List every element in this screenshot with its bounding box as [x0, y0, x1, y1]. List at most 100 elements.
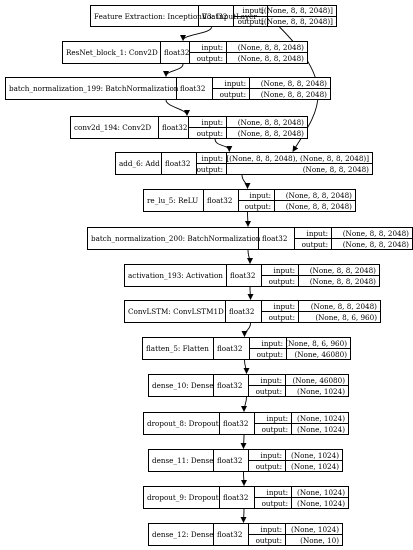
layer-dtype: float32 [160, 42, 189, 63]
output-shape: (None, 8, 6, 960) [299, 311, 380, 322]
output-shape: (None, 8, 8, 2048) [250, 88, 330, 99]
output-shape: (None, 8, 8, 2048) [299, 275, 379, 286]
input-shape: (None, 8, 8, 2048) [237, 42, 304, 52]
layer-name: conv2d_194: Conv2D [74, 123, 152, 132]
input-shape: (None, 1024) [291, 450, 339, 460]
layer-dtype: float32 [225, 301, 261, 322]
output-shape: (None, 8, 8, 2048) [227, 127, 307, 138]
input-label: input: [273, 265, 295, 275]
layer-name: activation_193: Activation [128, 271, 223, 280]
layer-dtype: float32 [219, 413, 254, 434]
layer-name: dense_12: Dense [152, 530, 214, 539]
output-shape: [(None, 8, 8, 2048)] [261, 15, 336, 27]
input-shape: (None, 8, 8, 2048) [237, 117, 304, 127]
shape-column: (None, 8, 8, 2048)(None, 8, 8, 2048) [226, 42, 307, 63]
edge-flatten-5-to-dense-10 [243, 359, 250, 374]
edge-input-layer-to-resnet-block-1 [180, 26, 212, 41]
io-label-column: input:output: [261, 301, 298, 322]
layer-dtype: float32 [213, 338, 249, 359]
edge-dropout-8-to-dense-11 [240, 434, 247, 449]
shape-column: (None, 8, 8, 2048)(None, 8, 8, 2048) [331, 228, 412, 249]
output-shape: (None, 10) [286, 534, 342, 545]
output-label: output: [262, 311, 298, 322]
shape-column: (None, 1024)(None, 10) [285, 524, 342, 545]
edge-resnet-block-1-to-batch-norm-199 [163, 63, 184, 77]
input-label: input: [201, 42, 223, 52]
output-shape: (None, 8, 8, 2048) [227, 163, 372, 174]
output-shape: (None, 46080) [287, 348, 350, 359]
shape-column: (None, 8, 8, 2048)(None, 8, 8, 2048) [226, 117, 307, 138]
layer-dtype: float32 [161, 153, 196, 174]
output-label: output: [249, 534, 285, 545]
output-label: output: [295, 238, 331, 249]
input-label: input: [266, 487, 288, 497]
shape-column: [(None, 8, 8, 2048), (None, 8, 8, 2048)]… [226, 153, 372, 174]
output-shape: (None, 8, 8, 2048) [275, 200, 355, 211]
input-label: input: [201, 153, 223, 163]
output-shape: (None, 8, 8, 2048) [332, 238, 412, 249]
output-label: output: [190, 52, 226, 63]
io-label-column: input:output: [196, 153, 226, 174]
io-label-column: input:output: [188, 117, 226, 138]
edge-dense-10-to-dropout-8 [241, 396, 248, 412]
layer-name: ResNet_block_1: Conv2D [66, 48, 158, 57]
io-label-column: input:output: [254, 413, 291, 434]
output-label: output: [234, 15, 267, 27]
io-label-column: input:output: [212, 78, 249, 99]
output-label: output: [213, 88, 249, 99]
output-label: output: [189, 127, 226, 138]
io-label-column: input:output: [238, 190, 274, 211]
input-shape: (None, 8, 8, 2048) [342, 228, 409, 238]
output-label: output: [262, 275, 298, 286]
input-label: input: [249, 190, 271, 200]
layer-dtype: float32 [158, 117, 188, 138]
shape-column: (None, 8, 8, 2048)(None, 8, 6, 960) [298, 301, 380, 322]
edge-activation-193-to-convlstm [247, 286, 254, 300]
edge-batch-norm-200-to-activation-193 [246, 249, 253, 264]
input-shape: (None, 1024) [297, 413, 345, 423]
layer-name: batch_normalization_200: BatchNormalizat… [91, 234, 261, 243]
shape-column: (None, 8, 8, 2048)(None, 8, 8, 2048) [274, 190, 355, 211]
layer-name: dropout_8: Dropout [147, 419, 219, 428]
input-label: input: [201, 117, 223, 127]
output-shape: (None, 1024) [286, 385, 348, 396]
input-label: input: [260, 450, 282, 460]
output-label: output: [249, 460, 285, 471]
output-shape: (None, 1024) [292, 497, 348, 508]
output-shape: (None, 8, 8, 2048) [227, 52, 307, 63]
edge-convlstm-to-flatten-5 [241, 322, 251, 337]
output-label: output: [255, 423, 291, 434]
io-label-column: input:output: [261, 265, 298, 286]
layer-name: flatten_5: Flatten [146, 344, 209, 353]
layer-name: ConvLSTM: ConvLSTM1D [128, 307, 224, 316]
input-shape: [(None, 8, 8, 2048), (None, 8, 8, 2048)] [226, 153, 369, 163]
layer-name: batch_normalization_199: BatchNormalizat… [9, 84, 179, 93]
output-label: output: [197, 163, 226, 174]
layer-dtype: float32 [198, 6, 233, 26]
edge-re-lu-5-to-batch-norm-200 [244, 211, 251, 227]
layer-dtype: float32 [226, 265, 261, 286]
layer-dtype: float32 [213, 375, 248, 396]
edge-conv2d-194-to-add-6 [214, 138, 233, 152]
input-shape: (None, 8, 8, 2048) [285, 190, 352, 200]
shape-column: (None, 1024)(None, 1024) [285, 450, 342, 471]
input-label: input: [306, 228, 328, 238]
output-label: output: [250, 348, 286, 359]
input-shape: [(None, 8, 8, 2048)] [261, 6, 333, 16]
layer-name: dropout_9: Dropout [147, 493, 219, 502]
io-label-column: input:output: [294, 228, 331, 249]
input-label: input: [273, 301, 295, 311]
output-label: output: [249, 385, 285, 396]
input-label: input: [260, 375, 282, 385]
layer-dtype: float32 [176, 78, 212, 99]
input-label: input: [224, 78, 246, 88]
